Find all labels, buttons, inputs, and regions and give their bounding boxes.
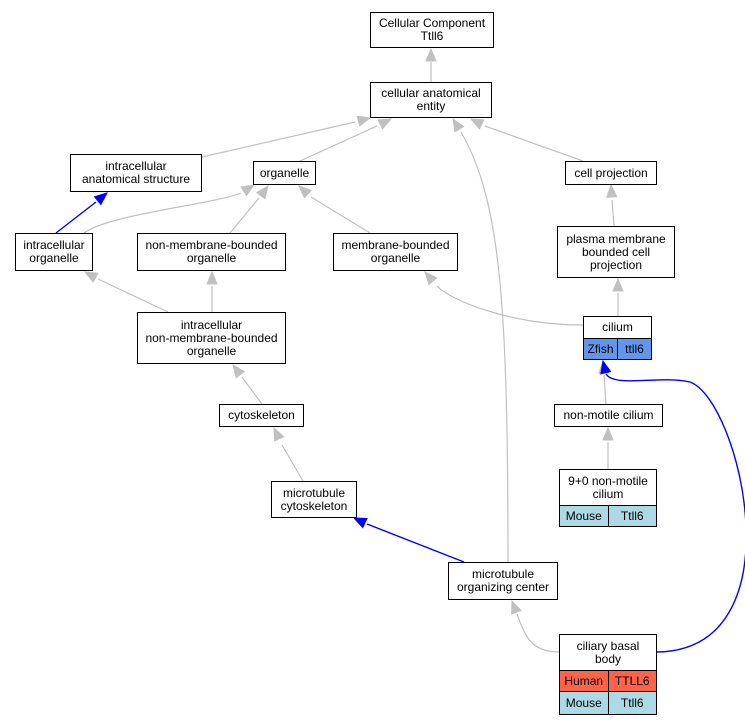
node-9plus0-non-motile-cilium[interactable]: 9+0 non-motile cilium bbox=[559, 469, 657, 506]
node-plasma-membrane-bounded-cell-projection[interactable]: plasma membrane bounded cell projection bbox=[557, 226, 675, 278]
edge-cytoskeleton-to-inmbo-arrowhead bbox=[232, 363, 246, 379]
edge-cellproj-to-cae bbox=[484, 125, 584, 162]
edge-mtoc-to-cae bbox=[460, 131, 509, 563]
edge-cilium-to-mbo bbox=[436, 285, 584, 326]
node-non-membrane-bounded-organelle[interactable]: non-membrane-bounded organelle bbox=[137, 233, 286, 271]
edge-cbb-to-cilium-arrowhead bbox=[600, 359, 612, 375]
node-cellular-anatomical-entity[interactable]: cellular anatomical entity bbox=[370, 82, 492, 118]
gene-label: TTLL6 bbox=[607, 671, 657, 691]
edge-nmbo-to-organelle-arrowhead bbox=[255, 184, 269, 200]
gene-label: Ttll6 bbox=[607, 506, 657, 526]
edge-organelle-to-cae bbox=[299, 125, 378, 162]
annotation-9plus0-mouse[interactable]: Mouse Ttll6 bbox=[559, 505, 657, 527]
annotation-cilium-zfish[interactable]: Zfish ttll6 bbox=[583, 338, 652, 360]
edge-pmbcp-to-cellproj bbox=[611, 199, 615, 227]
graph-edges bbox=[55, 47, 745, 653]
edge-mtcyto-to-cytoskeleton-arrowhead bbox=[273, 426, 285, 442]
node-intracellular-organelle[interactable]: intracellular organelle bbox=[15, 233, 93, 271]
edge-io-to-organelle-arrowhead bbox=[240, 184, 256, 197]
edge-nmcilium-to-cilium bbox=[603, 374, 607, 405]
species-label: Mouse bbox=[565, 509, 602, 523]
node-membrane-bounded-organelle[interactable]: membrane-bounded organelle bbox=[333, 233, 458, 271]
edge-cilium-to-pmbcp-arrowhead bbox=[612, 277, 624, 292]
gene-label: Ttll6 bbox=[607, 692, 657, 714]
gene-label: ttll6 bbox=[617, 339, 651, 359]
edge-mtoc-to-mtcyto bbox=[366, 523, 465, 563]
edge-inmbo-to-io bbox=[97, 278, 169, 313]
edge-cbb-to-mtoc-arrowhead bbox=[511, 599, 522, 615]
edge-mtoc-to-cae-arrowhead bbox=[452, 117, 465, 133]
edge-inmbo-to-nmbo-arrowhead bbox=[206, 270, 218, 285]
node-microtubule-cytoskeleton[interactable]: microtubule cytoskeleton bbox=[271, 481, 357, 518]
node-microtubule-organizing-center[interactable]: microtubule organizing center bbox=[448, 562, 558, 600]
edge-mtoc-to-mtcyto-arrowhead bbox=[352, 517, 368, 529]
edge-io-to-ias bbox=[55, 201, 97, 234]
node-intracellular-anatomical-structure[interactable]: intracellular anatomical structure bbox=[70, 154, 202, 192]
edge-nmbo-to-organelle bbox=[229, 197, 260, 234]
edge-io-to-ias-arrowhead bbox=[93, 192, 109, 206]
node-organelle[interactable]: organelle bbox=[253, 161, 316, 185]
edge-90-to-nmcilium-arrowhead bbox=[602, 426, 614, 441]
edge-inmbo-to-io-arrowhead bbox=[83, 271, 99, 283]
edge-cbb-to-cilium bbox=[605, 373, 745, 653]
edge-pmbcp-to-cellproj-arrowhead bbox=[606, 183, 618, 198]
annotation-ciliary-basal-body-mouse[interactable]: Mouse Ttll6 bbox=[559, 691, 657, 715]
node-non-motile-cilium[interactable]: non-motile cilium bbox=[554, 404, 663, 427]
edge-cytoskeleton-to-inmbo bbox=[241, 376, 263, 405]
edge-mbo-to-organelle-arrowhead bbox=[298, 185, 313, 199]
edge-organelle-to-cae-arrowhead bbox=[377, 118, 393, 130]
node-intracellular-non-membrane-bounded-organelle[interactable]: intracellular non-membrane-bounded organ… bbox=[137, 312, 286, 364]
edge-ias-to-cae-arrowhead bbox=[356, 115, 372, 127]
annotation-ciliary-basal-body-human[interactable]: Human TTLL6 bbox=[559, 670, 657, 692]
node-cilium[interactable]: cilium bbox=[583, 316, 652, 339]
node-cytoskeleton[interactable]: cytoskeleton bbox=[219, 404, 304, 427]
edge-mbo-to-organelle bbox=[310, 196, 371, 234]
node-cell-projection[interactable]: cell projection bbox=[565, 161, 657, 185]
edge-mtcyto-to-cytoskeleton bbox=[281, 444, 304, 482]
edge-cilium-to-mbo-arrowhead bbox=[424, 271, 438, 286]
edge-cellproj-to-cae-arrowhead bbox=[469, 118, 485, 130]
edge-io-to-organelle bbox=[83, 192, 242, 234]
edge-cae-to-cc-arrowhead bbox=[425, 47, 437, 62]
node-ciliary-basal-body[interactable]: ciliary basal body bbox=[559, 634, 657, 671]
species-label: Zfish bbox=[587, 342, 614, 356]
node-cellular-component[interactable]: Cellular Component Ttll6 bbox=[370, 12, 494, 48]
edge-ias-to-cae bbox=[201, 121, 356, 158]
species-label: Mouse bbox=[565, 696, 602, 710]
species-label: Human bbox=[564, 674, 604, 688]
edge-cbb-to-mtoc bbox=[516, 613, 560, 653]
